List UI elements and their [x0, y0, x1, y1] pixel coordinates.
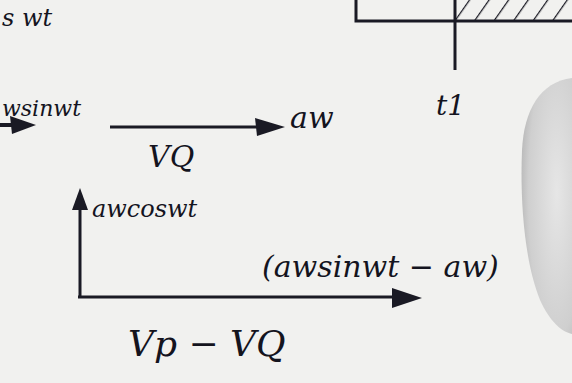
person-head [522, 78, 572, 334]
vector-arrow [78, 296, 400, 299]
arrow-head [392, 288, 422, 308]
equation-fragment: s wt [2, 6, 52, 30]
arrow-head [72, 188, 88, 210]
vector-name: VQ [148, 142, 194, 172]
arrow-head [255, 118, 285, 136]
hatched-region [456, 0, 572, 20]
component-label: awcoswt [92, 197, 197, 221]
vector-label: wsinwt [2, 98, 81, 120]
time-marker [454, 0, 457, 70]
magnitude-label: aw [290, 103, 334, 133]
vector-arrow [79, 205, 82, 297]
time-label: t1 [436, 92, 465, 120]
component-label: (awsinwt − aw) [262, 252, 499, 282]
vector-name: Vp − VQ [128, 326, 286, 362]
graph-box [356, 0, 572, 21]
vector-arrow [110, 126, 262, 129]
